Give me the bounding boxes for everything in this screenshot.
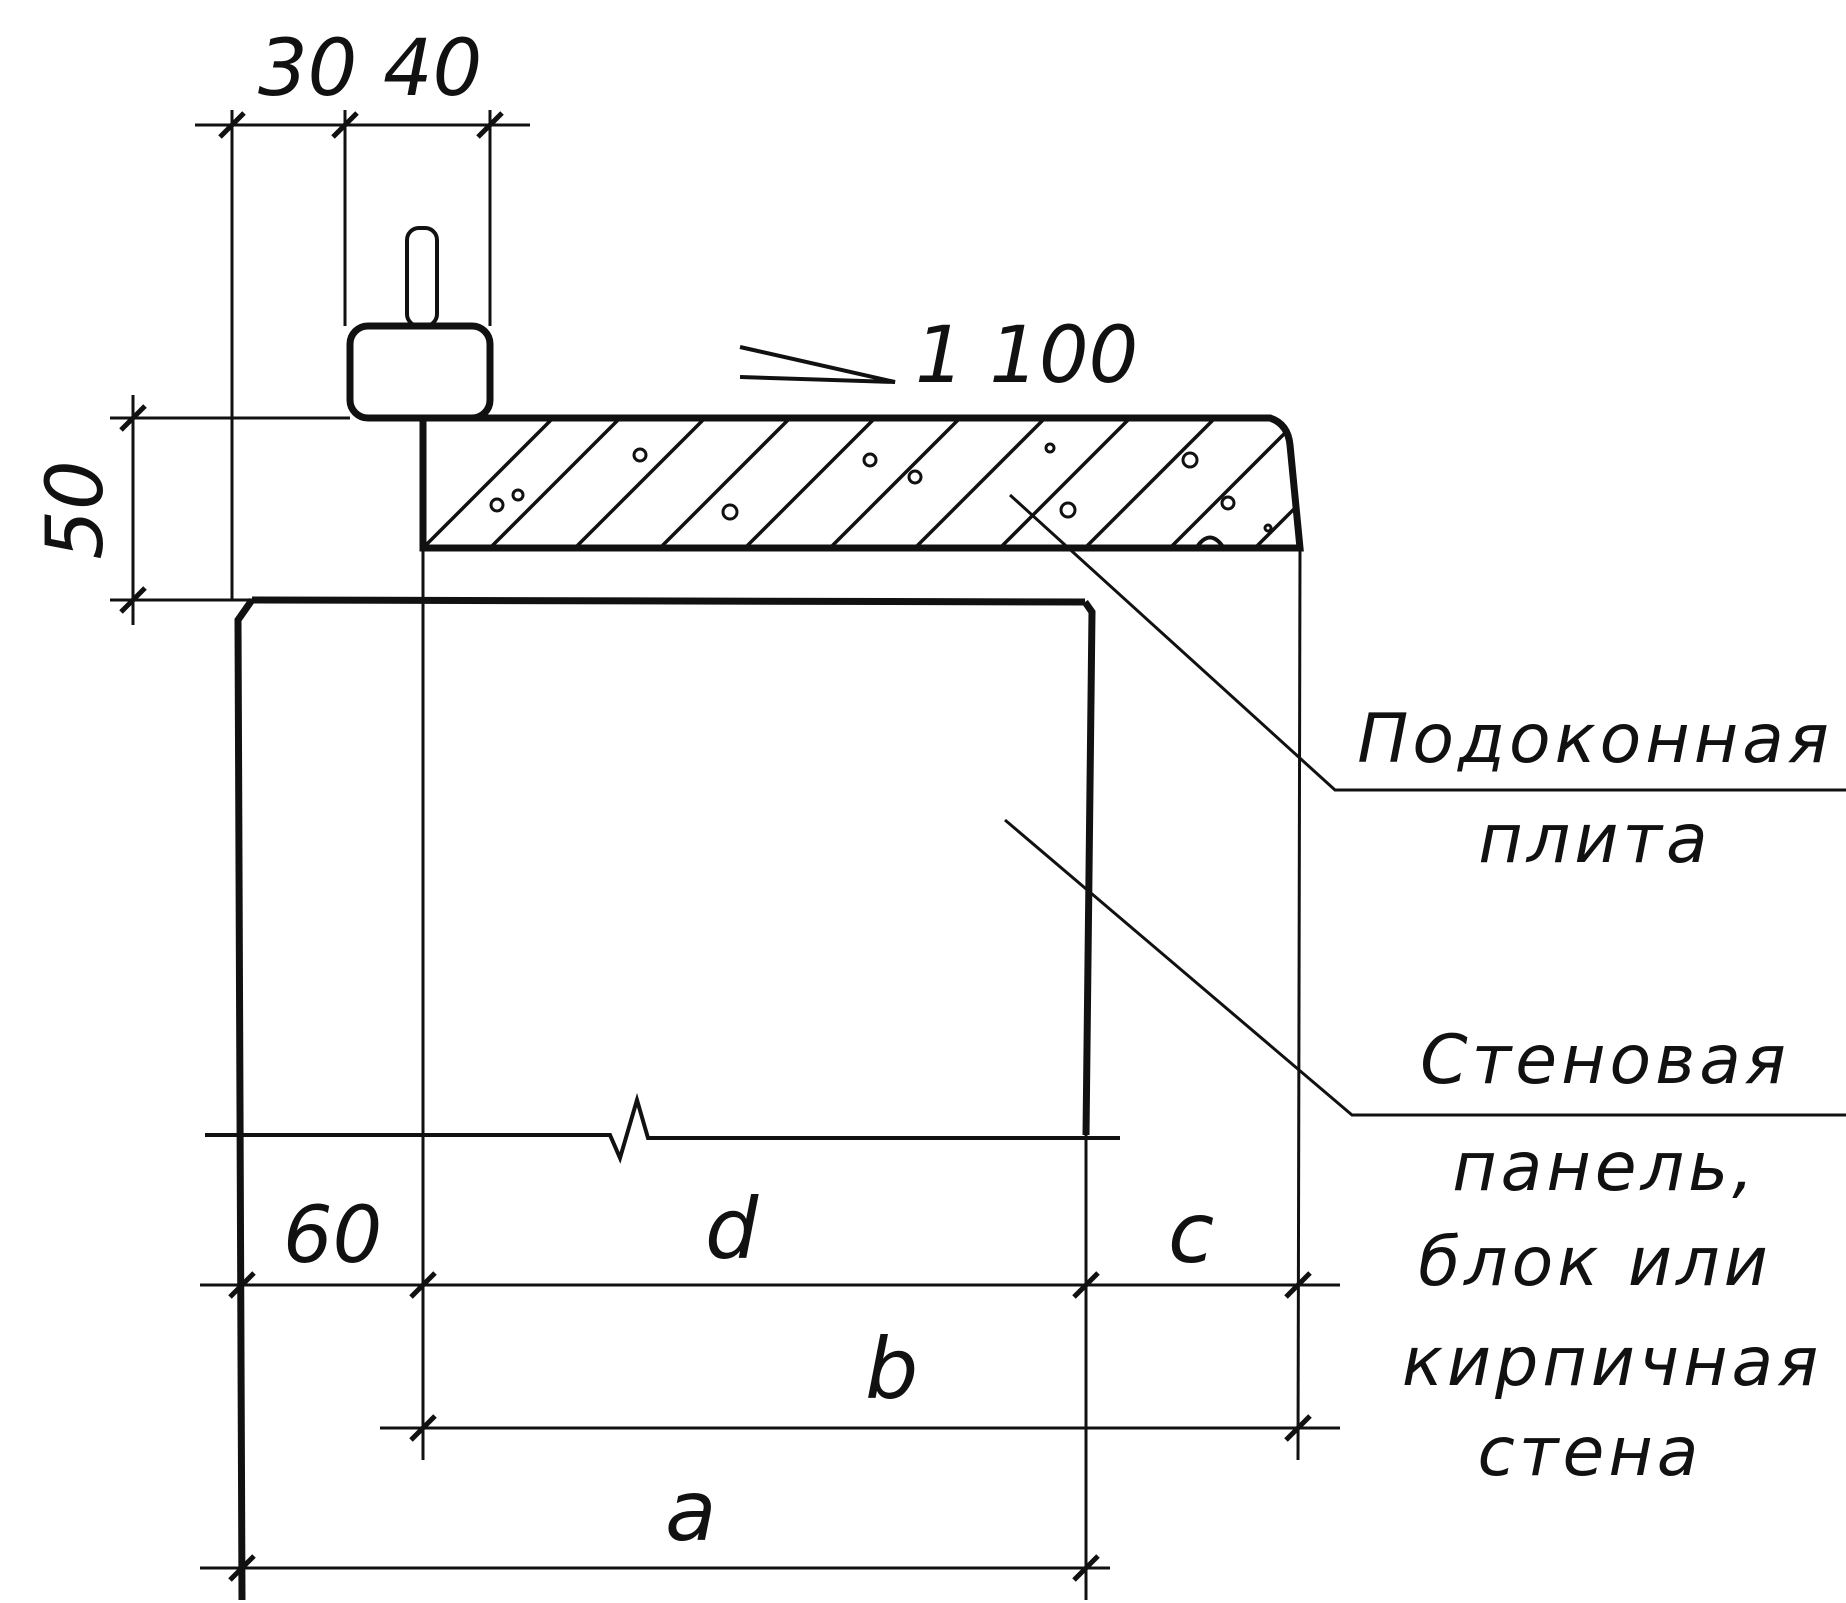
slab-outline <box>419 414 1304 552</box>
dim-b-label: b <box>865 1320 918 1418</box>
slope-arrow <box>739 345 896 384</box>
slope-indicator <box>739 345 896 384</box>
label-wall-line-1: Стеновая <box>1420 1021 1790 1100</box>
dim-d-label: d <box>705 1180 759 1278</box>
wall-panel-section <box>205 596 1120 1601</box>
leader-wall <box>1004 818 1846 1117</box>
leader-lines <box>1004 493 1846 1117</box>
dim-a-label: a <box>665 1462 716 1560</box>
dimension-lines <box>119 111 1340 1582</box>
frame-fin <box>405 226 439 328</box>
label-wall-line-5: стена <box>1478 1413 1703 1492</box>
leader-sill-plate <box>1008 493 1846 792</box>
break-line <box>205 1092 1120 1164</box>
dim-50-label: 50 <box>31 460 121 559</box>
label-sill-plate-line-1: Подоконная <box>1357 700 1833 779</box>
label-wall-line-3: блок или <box>1418 1223 1772 1302</box>
concrete-hatching <box>423 418 1300 548</box>
wall-left-edge <box>234 597 255 1601</box>
wall-top-edge <box>251 596 1086 606</box>
drip-groove <box>1193 535 1227 552</box>
dim-60-label: 60 <box>283 1191 382 1281</box>
sill-plate-section <box>419 414 1304 552</box>
extension-lines <box>110 110 1302 1600</box>
dim-c-label: c <box>1168 1184 1214 1282</box>
dim-30-label: 30 <box>258 24 357 114</box>
slope-label: 1 100 <box>915 311 1138 401</box>
dim-40-label: 40 <box>383 24 482 114</box>
wall-right-edge <box>1082 599 1096 1136</box>
label-wall-line-2: панель, <box>1452 1128 1758 1207</box>
label-sill-plate-line-2: плита <box>1478 800 1711 879</box>
callout-wall: Стеновая панель, блок или кирпичная стен… <box>1402 1021 1822 1492</box>
label-wall-line-4: кирпичная <box>1402 1323 1822 1402</box>
window-frame-profile <box>346 226 494 422</box>
frame-box <box>346 322 494 422</box>
callout-sill-plate: Подоконная плита <box>1357 700 1833 879</box>
